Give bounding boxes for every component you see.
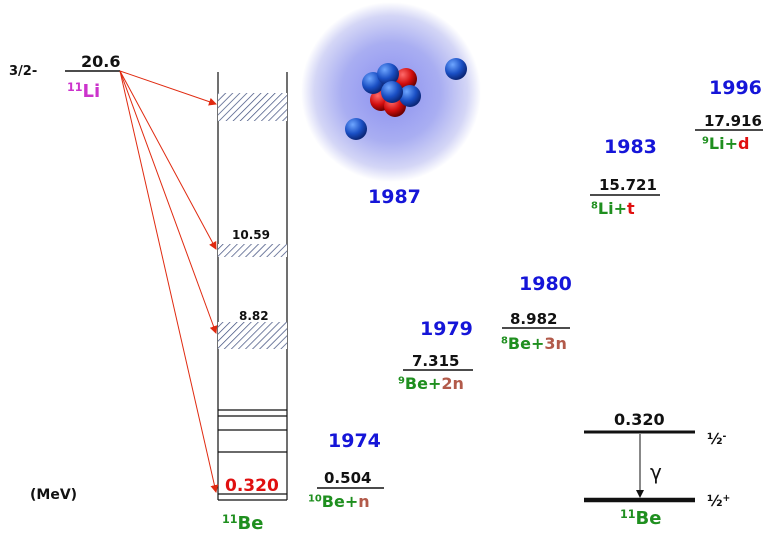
year-1980: 1980	[519, 273, 572, 295]
li11-spin-label: 3/2-	[9, 65, 37, 78]
energy-7-315: 7.315	[412, 352, 460, 370]
reaction-plus: +	[724, 134, 738, 153]
units-label: (MeV)	[30, 487, 78, 503]
decay-arrow	[119, 70, 217, 250]
upper-parity: -	[722, 431, 727, 442]
reaction-mass: 9	[398, 375, 405, 387]
halo-year: 1987	[368, 186, 421, 208]
reaction-1974: 10Be+n	[308, 494, 370, 510]
reaction-plus: +	[427, 374, 442, 393]
reaction-mass: 10	[308, 493, 322, 505]
reaction-1980: 8Be+3n	[501, 336, 567, 352]
li11-name: 11Li	[67, 82, 100, 101]
reaction-core: Be	[321, 492, 345, 511]
reaction-1996: 9Li+d	[702, 136, 749, 152]
reaction-mass: 8	[591, 200, 598, 212]
energy-15-721: 15.721	[599, 176, 657, 194]
be11-level-8-82: 8.82	[239, 309, 269, 323]
decay-arrow	[119, 70, 219, 493]
li11-mass: 11	[67, 81, 83, 94]
gamma-lower-spin: ½+	[707, 494, 730, 509]
reaction-core: Be	[404, 374, 428, 393]
hatched-level-8-82	[218, 322, 287, 349]
halo-nucleus-image	[301, 2, 481, 182]
reaction-particle: 2n	[441, 374, 464, 393]
reaction-particle: t	[627, 199, 635, 218]
lower-parity: +	[722, 493, 731, 504]
upper-spin: ½	[707, 430, 723, 449]
energy-8-982: 8.982	[510, 310, 558, 328]
reaction-particle: d	[738, 134, 750, 153]
energy-17-916: 17.916	[704, 112, 762, 130]
decay-arrow	[119, 70, 217, 106]
gamma-nucleus-symbol: Be	[635, 508, 662, 530]
be11-name: 11Be	[222, 514, 263, 533]
decay-arrow	[119, 70, 218, 334]
gamma-symbol: γ	[650, 460, 662, 484]
reaction-particle: n	[358, 492, 370, 511]
gamma-nucleus-mass: 11	[620, 508, 636, 521]
energy-0-504: 0.504	[324, 469, 372, 487]
reaction-particle: 3n	[544, 334, 567, 353]
year-1979: 1979	[420, 318, 473, 340]
reaction-core: Be	[507, 334, 531, 353]
reaction-1983: 8Li+t	[591, 201, 635, 217]
be11-symbol: Be	[237, 513, 264, 535]
reaction-core: Li	[597, 199, 614, 218]
reaction-1979: 9Be+2n	[398, 376, 464, 392]
reaction-core: Li	[708, 134, 725, 153]
hatched-level-10-59	[218, 244, 287, 257]
reaction-plus: +	[530, 334, 545, 353]
year-1996: 1996	[709, 77, 762, 99]
li11-symbol: Li	[82, 81, 101, 103]
reaction-plus: +	[613, 199, 627, 218]
gamma-nucleus: 11Be	[620, 509, 661, 528]
year-1983: 1983	[604, 136, 657, 158]
be11-level-0-320: 0.320	[225, 476, 279, 496]
reaction-mass: 9	[702, 135, 709, 147]
reaction-mass: 8	[501, 335, 508, 347]
li11-spin: 3/2-	[9, 64, 38, 79]
gamma-upper-spin: ½-	[707, 432, 726, 447]
gamma-scheme	[584, 430, 695, 503]
be11-level-column	[217, 72, 288, 501]
be11-level-10-59: 10.59	[232, 228, 270, 242]
reaction-plus: +	[344, 492, 359, 511]
li11-energy: 20.6	[81, 52, 121, 71]
lower-spin: ½	[707, 492, 723, 511]
gamma-upper-energy: 0.320	[614, 410, 665, 429]
be11-mass: 11	[222, 513, 238, 526]
beta-decay-arrows	[119, 70, 219, 493]
year-1974: 1974	[328, 430, 381, 452]
hatched-level-top	[218, 93, 287, 121]
